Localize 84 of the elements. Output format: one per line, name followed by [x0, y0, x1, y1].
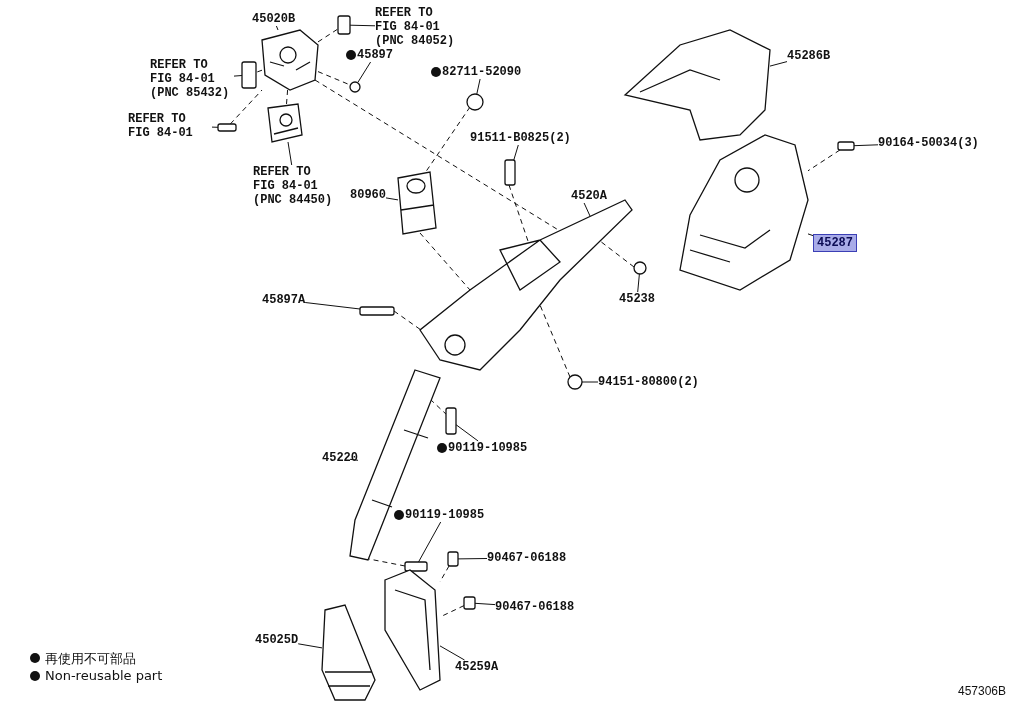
- clip-icon: [463, 596, 476, 610]
- reference-note: REFER TO FIG 84-01 (PNC 84450): [253, 165, 337, 207]
- nut-icon: [567, 374, 583, 390]
- boot-drawing: [321, 604, 376, 701]
- part-number: 90119-10985: [405, 508, 485, 522]
- part-number: 45897A: [262, 293, 306, 307]
- part-number: 82711-52090: [442, 65, 522, 79]
- leader-line: [457, 558, 488, 560]
- leader-line: [769, 61, 788, 67]
- bolt-icon: [404, 561, 428, 572]
- assembly-line: [393, 310, 422, 331]
- assembly-line: [255, 69, 263, 73]
- leader-line: [349, 458, 359, 461]
- screw-icon: [837, 141, 855, 151]
- part-number: 90467-06188: [487, 551, 567, 565]
- leader-line: [385, 197, 399, 201]
- assembly-line: [539, 304, 571, 378]
- screw-icon: [217, 123, 237, 132]
- leader-line: [583, 202, 591, 217]
- upper-cover-drawing: [624, 29, 771, 141]
- part-number: 4520A: [571, 189, 607, 203]
- leader-line: [357, 61, 372, 83]
- assembly-line: [807, 149, 841, 172]
- leader-line: [297, 643, 323, 649]
- part-number: 90164-50034(3): [878, 136, 979, 150]
- leader-line: [853, 144, 879, 147]
- part-number: 90467-06188: [495, 600, 575, 614]
- leader-line: [233, 75, 243, 77]
- assembly-line: [229, 89, 263, 125]
- highlighted-part-number: 45287: [813, 234, 857, 252]
- sensor-icon: [241, 61, 257, 89]
- leader-line: [476, 78, 481, 95]
- reference-note: REFER TO FIG 84-01 (PNC 85432): [150, 58, 234, 100]
- column-cover-drawing: [384, 569, 441, 691]
- clip-icon: [447, 551, 459, 567]
- part-number: 94151-80800(2): [598, 375, 699, 389]
- part-number: 90119-10985: [448, 441, 528, 455]
- figure-number: 457306B: [957, 684, 1006, 698]
- part-number: 45286B: [787, 49, 831, 63]
- clip-icon: [349, 81, 361, 93]
- assembly-line: [439, 565, 450, 583]
- part-number: 45020B: [252, 12, 296, 26]
- switch-drawing: [267, 103, 303, 143]
- motor-drawing: [397, 171, 437, 235]
- leader-line: [304, 302, 361, 310]
- leader-line: [807, 233, 814, 237]
- part-number: 45025D: [255, 633, 299, 647]
- assembly-line: [424, 106, 471, 174]
- leader-line: [474, 602, 496, 606]
- part-number: 45897: [357, 48, 393, 62]
- switch-drawing: [261, 29, 319, 91]
- leader-line: [287, 141, 293, 166]
- assembly-line: [286, 89, 289, 105]
- bolt-icon: [504, 159, 516, 186]
- leader-line: [513, 144, 519, 161]
- leader-line: [581, 381, 599, 383]
- part-number: 45220: [322, 451, 358, 465]
- assembly-line: [368, 558, 406, 567]
- leader-line: [211, 126, 219, 128]
- leader-line: [418, 521, 442, 563]
- part-number: 91511-B0825(2): [470, 131, 571, 145]
- assembly-line: [317, 71, 351, 86]
- bolt-icon: [359, 306, 395, 316]
- leader-line: [275, 25, 279, 31]
- connector-icon: [337, 15, 351, 35]
- assembly-line: [599, 240, 635, 268]
- leader-line: [455, 424, 479, 442]
- lower-cover-drawing: [679, 134, 809, 291]
- legend-text: 再使用不可部品: [45, 650, 136, 668]
- assembly-line: [430, 399, 448, 416]
- assembly-line: [317, 28, 339, 43]
- bolt-icon: [445, 407, 457, 435]
- part-number: 80960: [350, 188, 386, 202]
- leader-line: [349, 24, 376, 27]
- clip-icon: [633, 261, 647, 275]
- leader-line: [637, 273, 640, 293]
- clip-icon: [466, 93, 484, 111]
- legend-text: Non-reusable part: [45, 668, 163, 683]
- reference-note: REFER TO FIG 84-01: [128, 112, 212, 140]
- leader-line: [439, 645, 465, 661]
- part-number: 45259A: [455, 660, 499, 674]
- assembly-line: [419, 232, 471, 291]
- reference-note: REFER TO FIG 84-01 (PNC 84052): [375, 6, 459, 48]
- part-number: 45238: [619, 292, 655, 306]
